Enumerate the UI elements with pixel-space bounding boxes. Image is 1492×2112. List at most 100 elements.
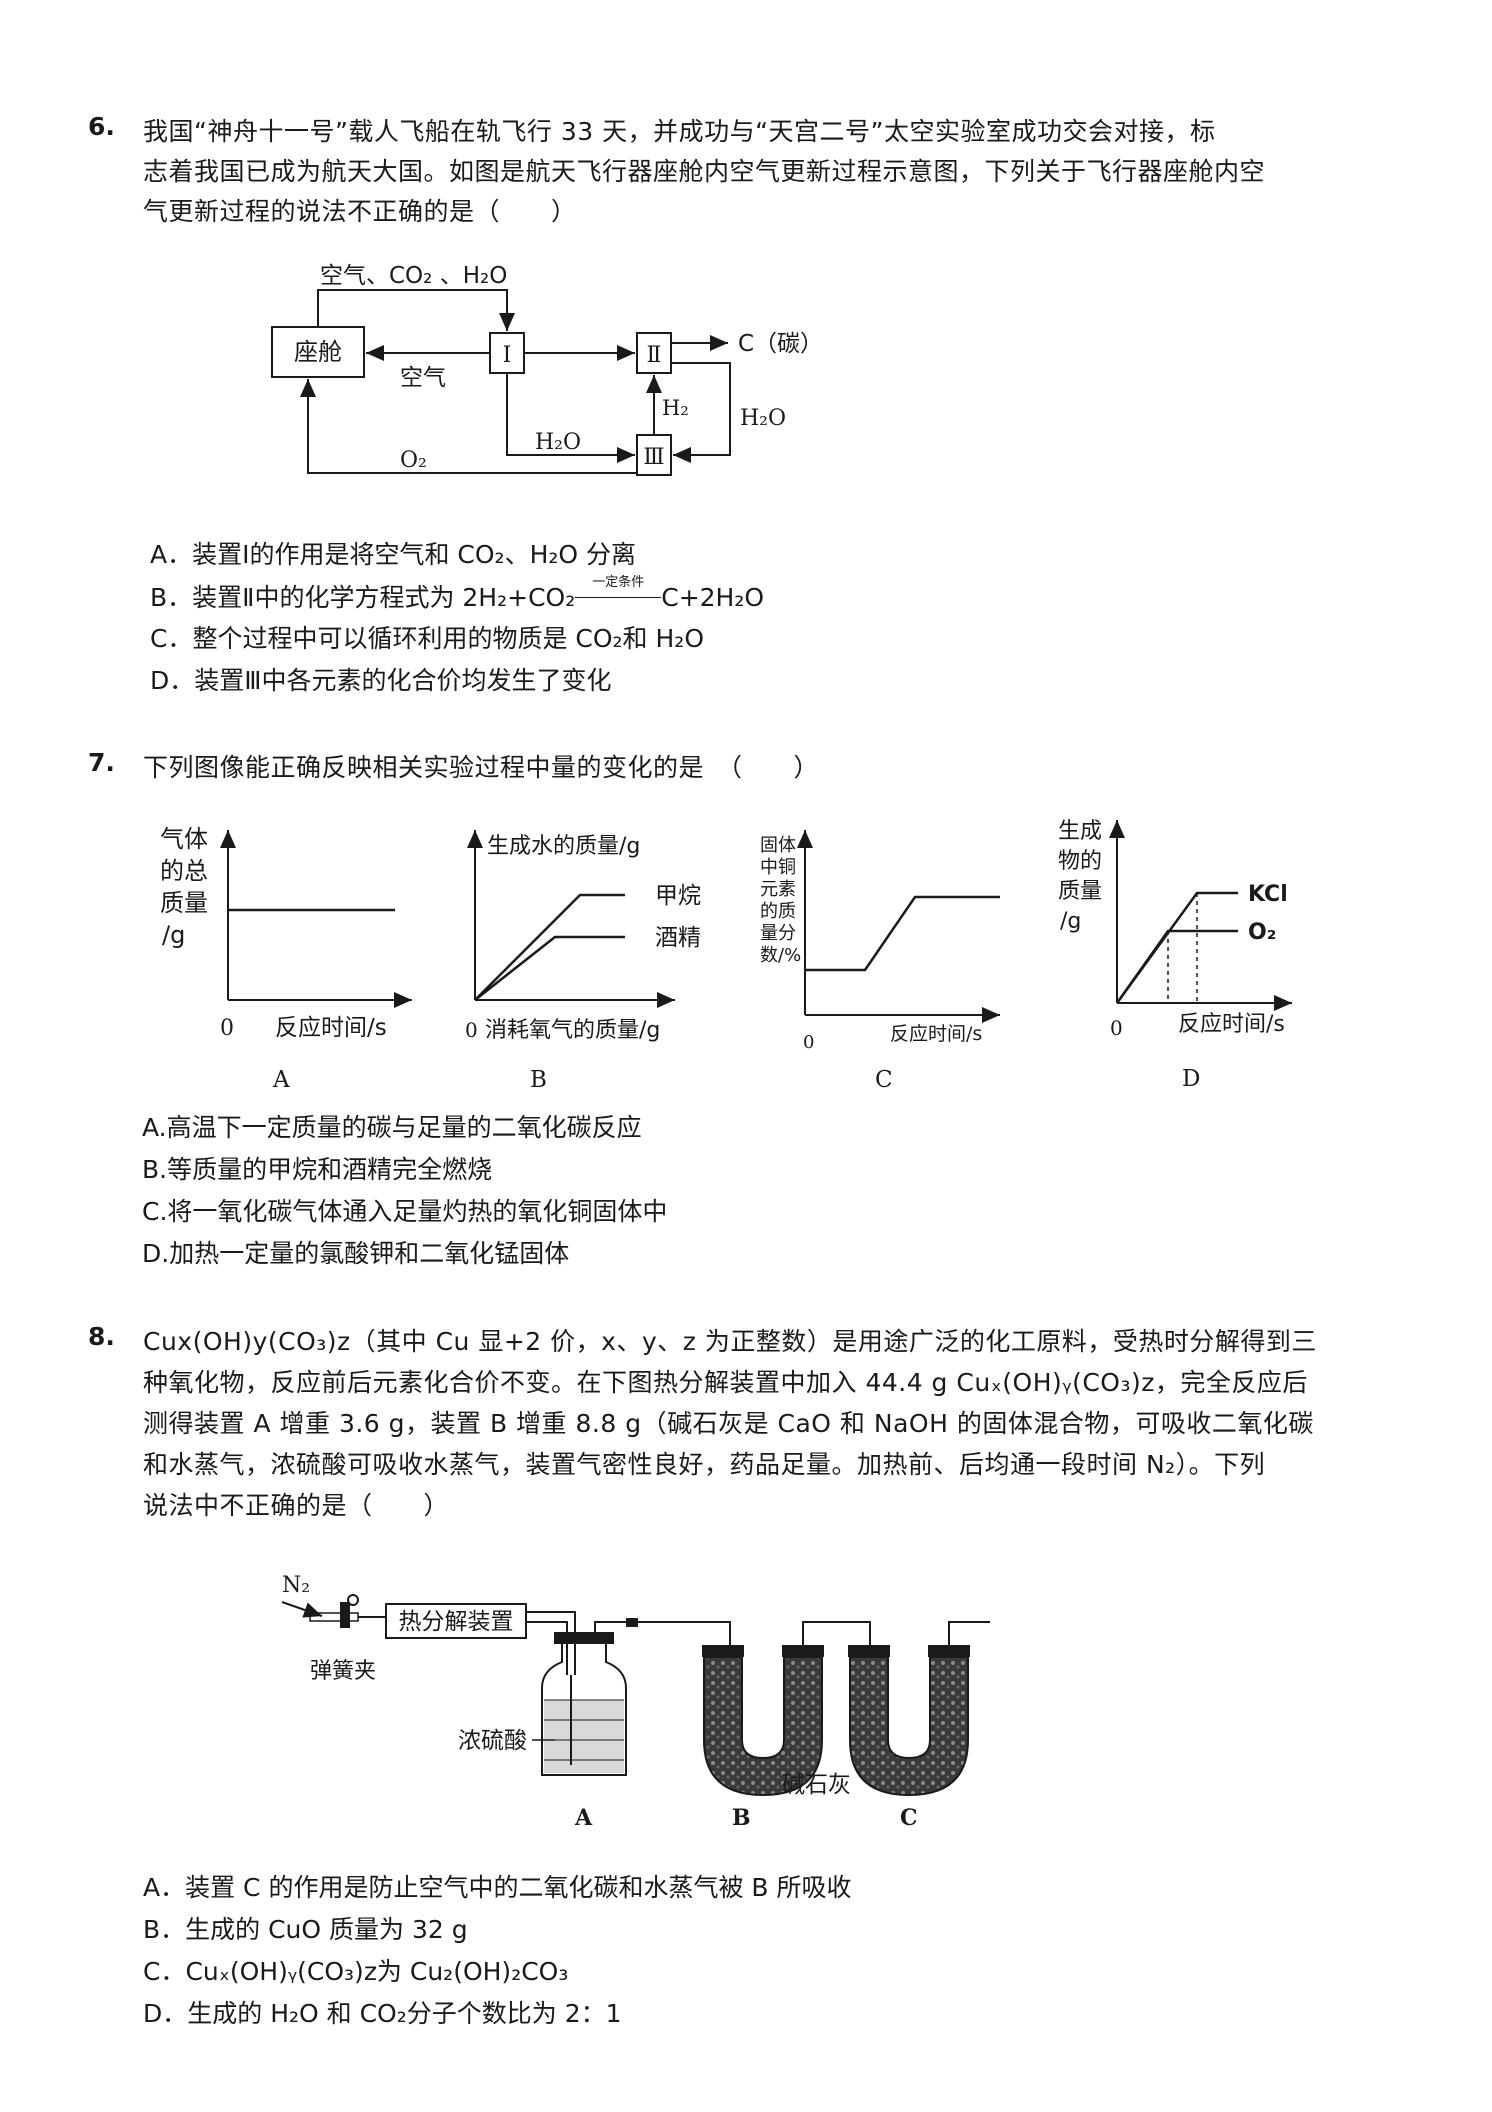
graph-d-kcl-line — [1115, 891, 1238, 1004]
graph-c-ylabel-6: 数/% — [760, 945, 801, 966]
q6-stem-line-3: 气更新过程的说法不正确的是（ ） — [143, 197, 577, 226]
q7-graph-c: 固体 中铜 元素 的质 量分 数/% 0 反应时间/s C — [760, 830, 1000, 1093]
q8-number: 8. — [88, 1322, 115, 1351]
label-h2: H₂ — [662, 396, 689, 420]
q7-graph-a: 气体 的总 质量 /g 0 反应时间/s A — [160, 825, 412, 1093]
graph-a-xlabel: 反应时间/s — [275, 1015, 387, 1041]
u-tube-b-soda-lime — [703, 1656, 823, 1797]
q8-stem-line-4: 和水蒸气，浓硫酸可吸收水蒸气，装置气密性良好，药品足量。加热前、后均通一段时间 … — [143, 1450, 1266, 1479]
device-2-label: Ⅱ — [647, 343, 662, 368]
reaction-condition: 一定条件 — [592, 575, 645, 590]
graph-c-ylabel-4: 的质 — [760, 901, 796, 922]
acid-label: 浓硫酸 — [458, 1728, 527, 1754]
arrow-1-to-3-water — [506, 373, 635, 463]
graph-d-origin: 0 — [1110, 1016, 1123, 1040]
graph-d-o2-line — [1115, 929, 1238, 1004]
graph-b-alcohol-label: 酒精 — [655, 925, 701, 951]
label-c: C — [900, 1805, 918, 1831]
graph-a-caption: A — [272, 1067, 290, 1093]
graph-c-ylabel-5: 量分 — [760, 923, 796, 944]
arrow-2-to-3-water — [671, 362, 731, 463]
graph-d-o2-label: O₂ — [1248, 920, 1276, 945]
q8-option-d[interactable]: D．生成的 H₂O 和 CO₂分子个数比为 2：1 — [143, 1999, 622, 2028]
q6-option-b-reactants: B．装置Ⅱ中的化学方程式为 2H₂+CO₂ — [150, 583, 576, 612]
label-air: 空气 — [400, 365, 446, 391]
u-tube-c-soda-lime — [849, 1656, 969, 1797]
label-h2o-right: H₂O — [740, 406, 786, 431]
u-tube-c-right-stopper — [928, 1645, 970, 1657]
graph-d-ylabel-2: 物的 — [1058, 849, 1102, 874]
graph-c-ylabel-2: 中铜 — [760, 857, 796, 878]
device-3-label: Ⅲ — [643, 445, 664, 470]
bottle-a — [541, 1644, 627, 1776]
label-o2: O₂ — [400, 448, 427, 473]
q6-air-cycle-diagram: 座舱 Ⅰ Ⅱ Ⅲ 空气、CO₂ 、H₂O 空气 C（碳） H₂O H₂ H₂O … — [271, 263, 823, 476]
graph-b-methane-line — [474, 893, 625, 1001]
graph-a-ylabel-2: 的总 — [160, 857, 208, 885]
clamp-label: 弹簧夹 — [310, 1659, 376, 1684]
u-tube-c-left-stopper — [848, 1645, 890, 1657]
graph-c-caption: C — [875, 1067, 893, 1093]
heater-label: 热分解装置 — [399, 1609, 514, 1635]
q6-number: 6. — [88, 112, 115, 141]
q7-graph-d: 生成 物的 质量 /g KCl O₂ 0 反应时间/s D — [1058, 819, 1292, 1092]
label-air-co2-h2o: 空气、CO₂ 、H₂O — [320, 263, 507, 289]
q8-option-a[interactable]: A．装置 C 的作用是防止空气中的二氧化碳和水蒸气被 B 所吸收 — [143, 1873, 852, 1902]
cabin-label: 座舱 — [294, 338, 342, 366]
q7-stem: 下列图像能正确反映相关实验过程中量的变化的是 （ ） — [143, 753, 820, 782]
spring-clamp — [340, 1602, 350, 1628]
q7-option-c[interactable]: C.将一氧化碳气体通入足量灼热的氧化铜固体中 — [142, 1197, 668, 1226]
sulfuric-acid-liquid — [544, 1700, 624, 1773]
q8-stem-line-3: 测得装置 A 增重 3.6 g，装置 B 增重 8.8 g（碱石灰是 CaO 和… — [143, 1409, 1314, 1438]
graph-c-curve — [805, 895, 1000, 972]
q8-apparatus-diagram: N₂ 弹簧夹 热分解装置 浓硫酸 A B C 碱石灰 — [281, 1573, 990, 1831]
q8-stem-line-1: Cux(OH)y(CO₃)z（其中 Cu 显+2 价，x、y、z 为正整数）是用… — [143, 1327, 1317, 1356]
n2-arrow — [281, 1601, 323, 1618]
bottle-a-stopper — [554, 1632, 614, 1644]
q7-graph-b: 生成水的质量/g 甲烷 酒精 0 消耗氧气的质量/g B — [465, 830, 701, 1093]
graph-b-alcohol-line — [474, 935, 625, 1001]
u-tube-b-right-stopper — [782, 1645, 824, 1657]
q6-option-d[interactable]: D．装置Ⅲ中各元素的化合价均发生了变化 — [150, 666, 612, 695]
graph-a-ylabel-1: 气体 — [160, 825, 208, 853]
q7-option-d[interactable]: D.加热一定量的氯酸钾和二氧化锰固体 — [142, 1239, 570, 1268]
q8-option-c[interactable]: C．Cuₓ(OH)ᵧ(CO₃)z为 Cu₂(OH)₂CO₃ — [143, 1957, 569, 1986]
u-tube-b-left-stopper — [702, 1645, 744, 1657]
graph-b-xlabel: 消耗氧气的质量/g — [485, 1018, 660, 1043]
graph-d-ylabel-3: 质量 — [1058, 879, 1102, 904]
q7-option-b[interactable]: B.等质量的甲烷和酒精完全燃烧 — [142, 1155, 493, 1184]
device-1-label: Ⅰ — [503, 343, 512, 368]
label-carbon: C（碳） — [738, 331, 823, 357]
label-a: A — [574, 1805, 593, 1831]
graph-c-xlabel: 反应时间/s — [890, 1023, 982, 1045]
graph-b-origin: 0 — [465, 1018, 478, 1042]
q6-stem-line-2: 志着我国已成为航天大国。如图是航天飞行器座舱内空气更新过程示意图，下列关于飞行器… — [143, 157, 1266, 186]
graph-d-ylabel-4: /g — [1060, 909, 1081, 934]
label-b: B — [732, 1805, 751, 1831]
graph-a-ylabel-4: /g — [162, 921, 185, 949]
q6-option-c[interactable]: C．整个过程中可以循环利用的物质是 CO₂和 H₂O — [150, 624, 705, 653]
q6-option-b[interactable]: B．装置Ⅱ中的化学方程式为 2H₂+CO₂ 一定条件 C+2H₂O — [150, 575, 765, 614]
q6-option-a[interactable]: A．装置Ⅰ的作用是将空气和 CO₂、H₂O 分离 — [150, 540, 637, 569]
reaction-condition-arrow: 一定条件 — [575, 575, 662, 598]
device-2-box — [636, 332, 672, 374]
graph-c-ylabel-1: 固体 — [760, 835, 796, 856]
graph-c-ylabel-3: 元素 — [760, 879, 796, 900]
q6-option-b-products: C+2H₂O — [661, 583, 765, 612]
label-h2o-bottom: H₂O — [535, 430, 581, 455]
graph-b-caption: B — [530, 1067, 547, 1093]
graph-c-origin: 0 — [803, 1032, 814, 1053]
graph-d-kcl-label: KCl — [1248, 882, 1288, 907]
graph-d-ylabel-1: 生成 — [1058, 819, 1102, 844]
q6-stem-line-1: 我国“神舟十一号”载人飞船在轨飞行 33 天，并成功与“天宫二号”太空实验室成功… — [143, 117, 1216, 146]
q8-option-b[interactable]: B．生成的 CuO 质量为 32 g — [143, 1915, 468, 1944]
graph-a-origin: 0 — [220, 1016, 234, 1041]
graph-b-methane-label: 甲烷 — [655, 883, 701, 909]
q7-option-a[interactable]: A.高温下一定质量的碳与足量的二氧化碳反应 — [142, 1113, 642, 1142]
q8-stem-line-2: 种氧化物，反应前后元素化合价不变。在下图热分解装置中加入 44.4 g Cuₓ(… — [143, 1368, 1308, 1397]
graph-b-ylabel: 生成水的质量/g — [487, 834, 640, 859]
graph-a-ylabel-3: 质量 — [160, 889, 208, 917]
arrow-cabin-to-1 — [317, 289, 515, 331]
arrow-3-to-cabin-o2 — [300, 379, 637, 474]
soda-lime-label: 碱石灰 — [782, 1772, 851, 1798]
